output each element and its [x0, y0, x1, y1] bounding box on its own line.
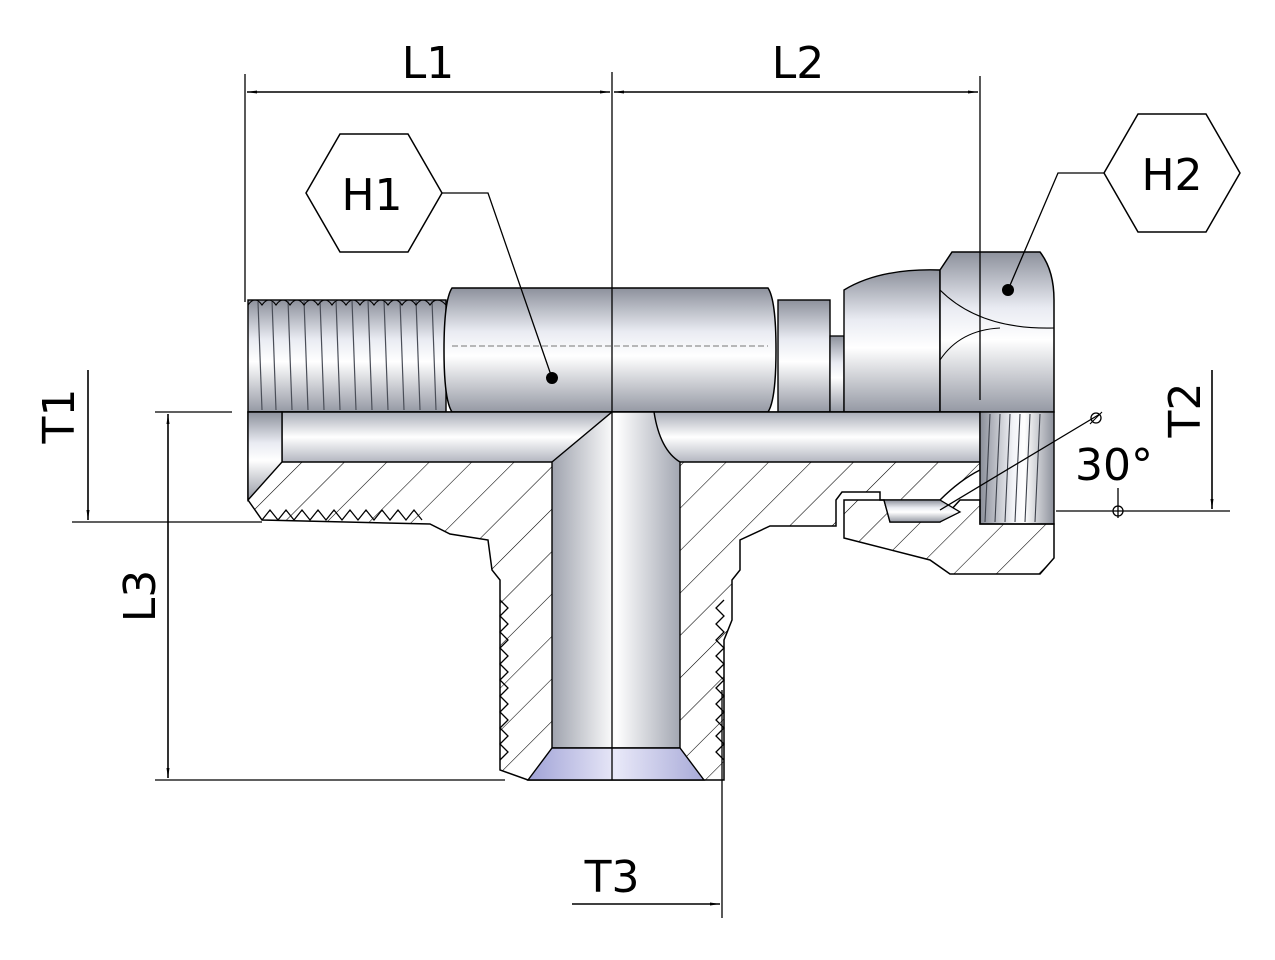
label-t2: T2 — [1160, 383, 1211, 439]
hex-callout-h2: H2 — [1002, 113, 1241, 296]
vertical-bore — [551, 411, 681, 749]
center-lines — [244, 72, 981, 780]
label-l1: L1 — [402, 38, 455, 89]
dimension-l3: L3 — [115, 411, 505, 781]
dimension-t2: T2 — [1056, 370, 1230, 512]
external-view — [247, 251, 1055, 413]
label-h2: H2 — [1141, 150, 1202, 201]
dimension-l2: L2 — [614, 38, 978, 94]
dimension-l1: L1 — [247, 38, 610, 94]
angle-label: 30° — [1075, 440, 1153, 491]
hex-callout-h1: H1 — [305, 133, 558, 384]
label-l3: L3 — [115, 570, 166, 623]
dimension-t3: T3 — [572, 690, 723, 918]
thread-lines — [257, 299, 437, 411]
label-t3: T3 — [584, 852, 640, 903]
nut-h2 — [939, 251, 1055, 413]
outlet-cone — [526, 747, 706, 781]
section-view — [247, 411, 1055, 781]
angle-callout: 30° — [939, 411, 1153, 518]
hex-body-h1 — [443, 287, 777, 413]
label-l2: L2 — [772, 38, 825, 89]
dimension-t1: T1 — [34, 370, 262, 523]
left-thread — [247, 299, 447, 413]
label-h1: H1 — [341, 170, 402, 221]
label-t1: T1 — [34, 389, 85, 445]
